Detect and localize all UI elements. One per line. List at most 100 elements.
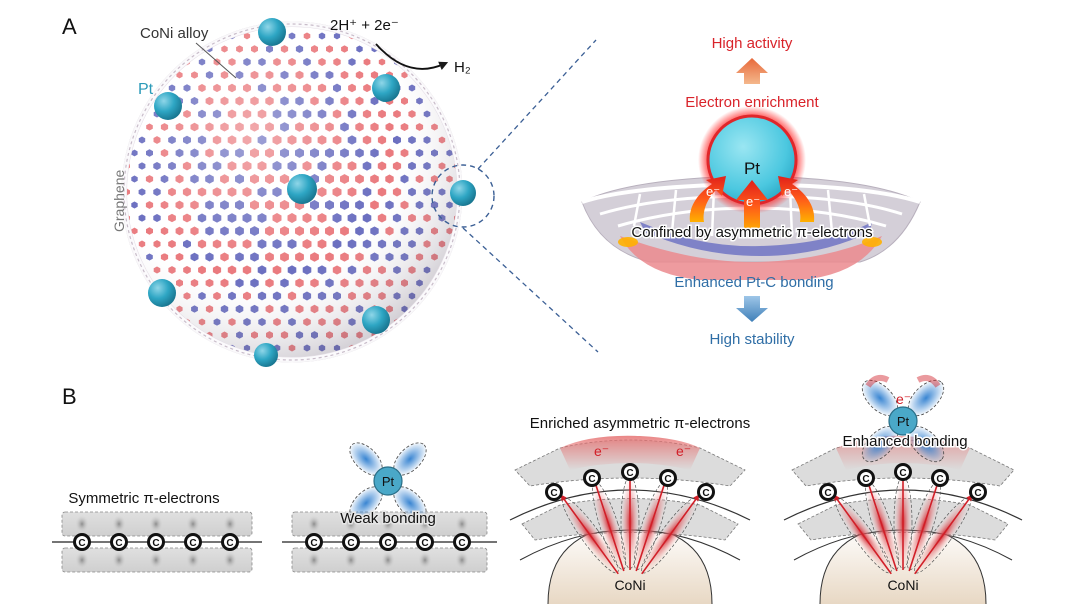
pi-orbital-lobe [381, 515, 395, 533]
graphene-label: Graphene [111, 170, 127, 232]
pt-particles [148, 18, 476, 367]
carbon-atom: C [221, 533, 239, 551]
carbon-atom: C [73, 533, 91, 551]
electron-transfer-arrows [689, 176, 815, 232]
pi-orbital-lobe [186, 551, 200, 569]
zoom-connector-top [477, 39, 597, 170]
carbon-atom: C [659, 469, 677, 487]
high-stability-label: High stability [709, 331, 795, 348]
svg-text:C: C [936, 474, 943, 485]
pt-label: Pt [138, 81, 154, 98]
carbon-atom: C [110, 533, 128, 551]
coni-label-enhanced: CoNi [887, 577, 918, 593]
electron-shift-arrow [560, 494, 619, 575]
electron-shift-arrow [833, 494, 892, 575]
reaction-reactants: 2H⁺ + 2e⁻ [330, 17, 399, 34]
pi-orbital-lobe [112, 551, 126, 569]
enriched-title: Enriched asymmetric π-electrons [530, 415, 750, 432]
carbon-atom: C [379, 533, 397, 551]
svg-text:C: C [421, 538, 428, 549]
pt-d-orbitals-weak [349, 442, 427, 520]
pi-orbital-lobe [186, 515, 200, 533]
pi-orbital-lobe [455, 515, 469, 533]
enhanced-pt-label: Pt [897, 414, 910, 429]
pi-orbital-lobe [75, 551, 89, 569]
enriched-electron-right: e⁻ [676, 443, 691, 459]
coni-label-enriched: CoNi [614, 577, 645, 593]
zoom-circle [431, 164, 495, 228]
pi-orbital-lobe [149, 551, 163, 569]
electron-shift-arrow [635, 477, 668, 572]
enhanced-bonding-label: Enhanced bonding [842, 433, 967, 450]
carbon-atom: C [147, 533, 165, 551]
svg-text:C: C [226, 538, 233, 549]
pt-atom-label: Pt [744, 159, 760, 178]
carbon-atom: C [184, 533, 202, 551]
electron-shift-arrow [592, 477, 625, 572]
carbon-atom: C [621, 463, 639, 481]
carbon-atom: C [857, 469, 875, 487]
enriched-electron-left: e⁻ [594, 443, 609, 459]
carbon-atom: C [894, 463, 912, 481]
reaction-product: H₂ [454, 59, 471, 76]
electron-shift-arrow [641, 494, 700, 575]
carbon-atom: C [342, 533, 360, 551]
svg-text:C: C [550, 488, 557, 499]
carbon-atom: C [583, 469, 601, 487]
coni-alloy-leader [195, 42, 237, 79]
electron-shift-arrow [865, 477, 898, 572]
svg-text:C: C [974, 488, 981, 499]
carbon-atom: C [931, 469, 949, 487]
subpanel-enriched: C C C C C [509, 435, 751, 604]
enhanced-electron: e⁻ [896, 391, 911, 407]
carbon-atom: C [305, 533, 323, 551]
pi-orbital-lobe [223, 515, 237, 533]
confined-text: Confined by asymmetric π-electrons [631, 224, 872, 241]
svg-text:C: C [347, 538, 354, 549]
pi-orbital-lobe [307, 551, 321, 569]
svg-text:C: C [152, 538, 159, 549]
pi-orbital-lobe [344, 515, 358, 533]
stability-arrow [736, 296, 768, 322]
electron-left: e⁻ [706, 184, 720, 199]
electron-right: e⁻ [784, 184, 798, 199]
svg-text:C: C [189, 538, 196, 549]
electron-center: e⁻ [746, 194, 760, 209]
svg-text:C: C [824, 488, 831, 499]
svg-text:C: C [115, 538, 122, 549]
coni-alloy-label: CoNi alloy [140, 25, 209, 42]
activity-arrow [736, 58, 768, 84]
weak-pt-label: Pt [382, 474, 395, 489]
svg-text:C: C [702, 488, 709, 499]
high-activity-label: High activity [712, 35, 793, 52]
pi-orbital-lobe [149, 515, 163, 533]
svg-text:C: C [626, 468, 633, 479]
pi-orbital-lobe [75, 515, 89, 533]
weak-bonding-label: Weak bonding [340, 510, 436, 527]
zoom-connector-bottom [462, 227, 599, 353]
subpanel-enhanced-bonding: C C C C C [783, 375, 1023, 604]
carbon-atom: C [453, 533, 471, 551]
pt-d-orbitals-enhanced [861, 375, 945, 463]
pi-orbital-lobe [223, 551, 237, 569]
symmetric-title: Symmetric π-electrons [68, 490, 219, 507]
pi-orbital-lobe [418, 515, 432, 533]
enhanced-ptc-bonding-label: Enhanced Pt-C bonding [674, 274, 833, 291]
electron-shift-arrow [914, 494, 973, 575]
svg-text:C: C [458, 538, 465, 549]
pi-orbital-lobe [381, 551, 395, 569]
carbon-atom: C [416, 533, 434, 551]
carbon-atom: C [969, 483, 987, 501]
svg-text:C: C [664, 474, 671, 485]
pi-orbital-lobe [418, 551, 432, 569]
pi-orbital-lobe [112, 515, 126, 533]
panel-a-label: A [62, 14, 77, 39]
svg-text:C: C [588, 474, 595, 485]
carbon-atom: C [545, 483, 563, 501]
electron-shift-arrow [908, 477, 941, 572]
reaction-arrow [375, 43, 449, 70]
pi-orbital-lobe [455, 551, 469, 569]
